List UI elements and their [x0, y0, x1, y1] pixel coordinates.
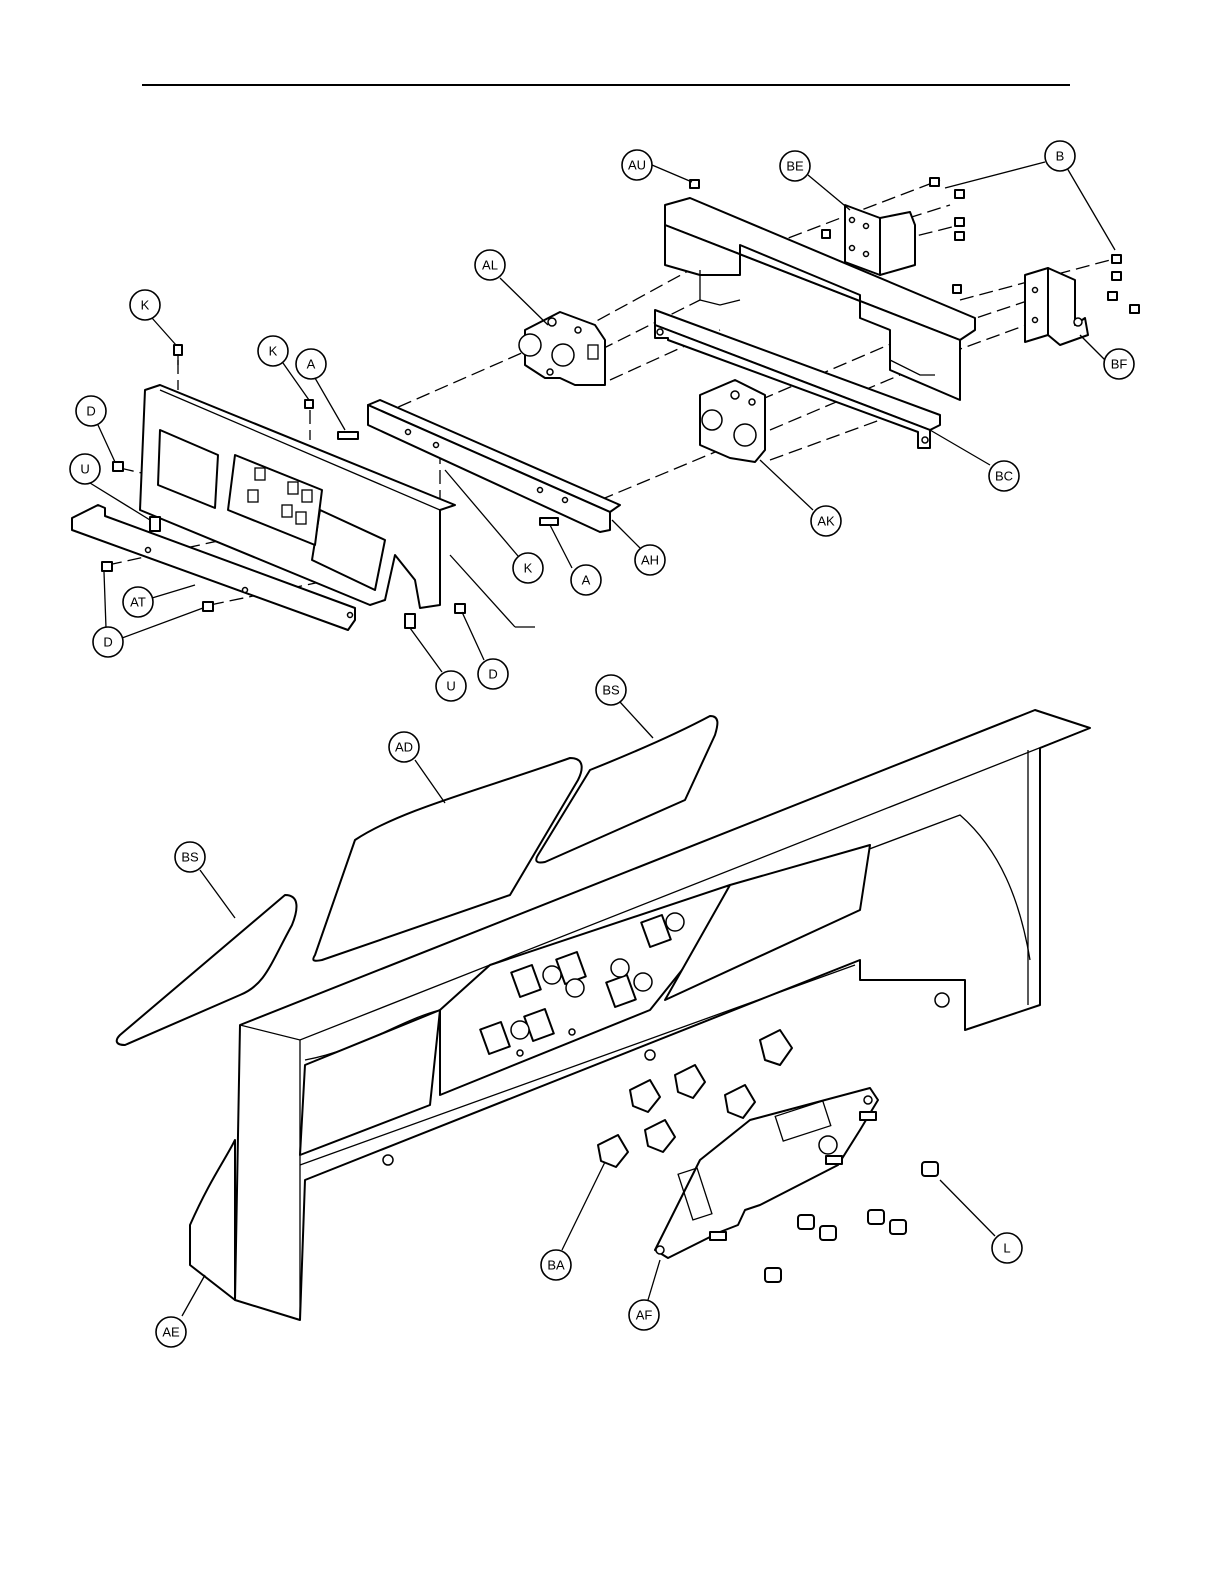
- callout-a-low: A: [571, 565, 601, 595]
- callout-bs-right: BS: [596, 675, 626, 705]
- callout-d-right-label: D: [488, 667, 497, 682]
- callout-u-left-label: U: [80, 462, 89, 477]
- callout-k-top-label: K: [141, 298, 150, 313]
- callout-bs-left-label: BS: [181, 850, 199, 865]
- callout-ae: AE: [156, 1317, 186, 1347]
- hinge-bracket-ak: [700, 380, 765, 462]
- callout-be-label: BE: [786, 159, 804, 174]
- callout-k-mid-label: K: [269, 344, 278, 359]
- callout-k-low-label: K: [524, 561, 533, 576]
- callout-bs-left: BS: [175, 842, 205, 872]
- callout-at: AT: [123, 587, 153, 617]
- callout-a-low-label: A: [582, 573, 591, 588]
- callout-bc: BC: [989, 461, 1019, 491]
- callout-ae-label: AE: [162, 1325, 180, 1340]
- callout-af: AF: [629, 1300, 659, 1330]
- callout-al: AL: [475, 250, 505, 280]
- callout-u-bottom: U: [436, 671, 466, 701]
- fasteners-top: [102, 178, 1139, 628]
- callout-ah-label: AH: [641, 553, 659, 568]
- callout-k-low: K: [513, 553, 543, 583]
- rear-mounting-plate: [665, 198, 975, 400]
- callout-d-left: D: [76, 396, 106, 426]
- callout-b: B: [1045, 141, 1075, 171]
- callout-a-top-label: A: [307, 357, 316, 372]
- callout-u-left: U: [70, 454, 100, 484]
- callout-au-label: AU: [628, 158, 646, 173]
- callout-a-top: A: [296, 349, 326, 379]
- circuit-board-af: [655, 1088, 878, 1258]
- callout-d-bottom-label: D: [103, 635, 112, 650]
- callout-bf-label: BF: [1111, 357, 1128, 372]
- callout-ah: AH: [635, 545, 665, 575]
- callout-au: AU: [622, 150, 652, 180]
- hinge-bracket-al: [519, 312, 605, 385]
- callout-bs-right-label: BS: [602, 683, 620, 698]
- callout-at-label: AT: [130, 595, 146, 610]
- callout-ak: AK: [811, 506, 841, 536]
- callout-af-label: AF: [636, 1308, 653, 1323]
- callout-ad-label: AD: [395, 740, 413, 755]
- callout-d-bottom: D: [93, 627, 123, 657]
- callout-b-label: B: [1056, 149, 1065, 164]
- callout-ba: BA: [541, 1250, 571, 1280]
- callout-l-label: L: [1003, 1241, 1010, 1256]
- callout-d-left-label: D: [86, 404, 95, 419]
- callout-ak-label: AK: [817, 514, 835, 529]
- bracket-be: [845, 205, 915, 275]
- callout-ba-label: BA: [547, 1258, 565, 1273]
- callout-d-right: D: [478, 659, 508, 689]
- callout-bc-label: BC: [995, 469, 1013, 484]
- callout-bf: BF: [1104, 349, 1134, 379]
- callout-k-mid: K: [258, 336, 288, 366]
- callout-ad: AD: [389, 732, 419, 762]
- callout-al-label: AL: [482, 258, 498, 273]
- callout-k-top: K: [130, 290, 160, 320]
- bracket-bf: [1025, 268, 1088, 345]
- callout-u-bottom-label: U: [446, 679, 455, 694]
- callout-l: L: [992, 1233, 1022, 1263]
- callout-be: BE: [780, 151, 810, 181]
